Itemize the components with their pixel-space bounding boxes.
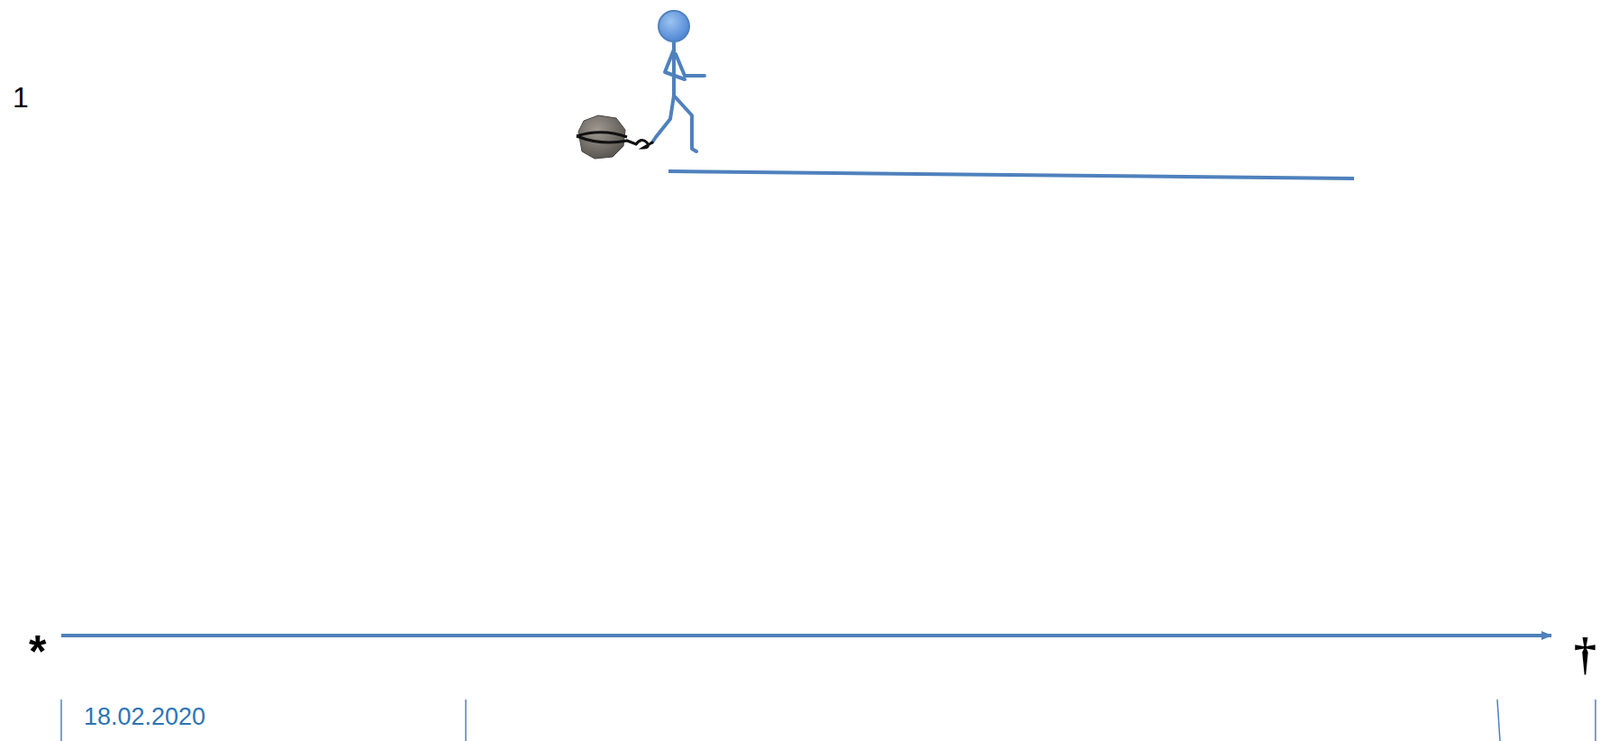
callout-number: 1 <box>12 82 29 112</box>
timeline-ticks <box>61 699 1596 741</box>
stick-figure <box>652 10 705 152</box>
date-label: 18.02.2020 <box>83 704 206 729</box>
timeline-arrow <box>61 633 1552 637</box>
birth-symbol: * <box>28 628 46 674</box>
path-line <box>668 171 1355 179</box>
death-symbol: † <box>1573 630 1597 676</box>
ball-and-chain <box>576 115 653 159</box>
